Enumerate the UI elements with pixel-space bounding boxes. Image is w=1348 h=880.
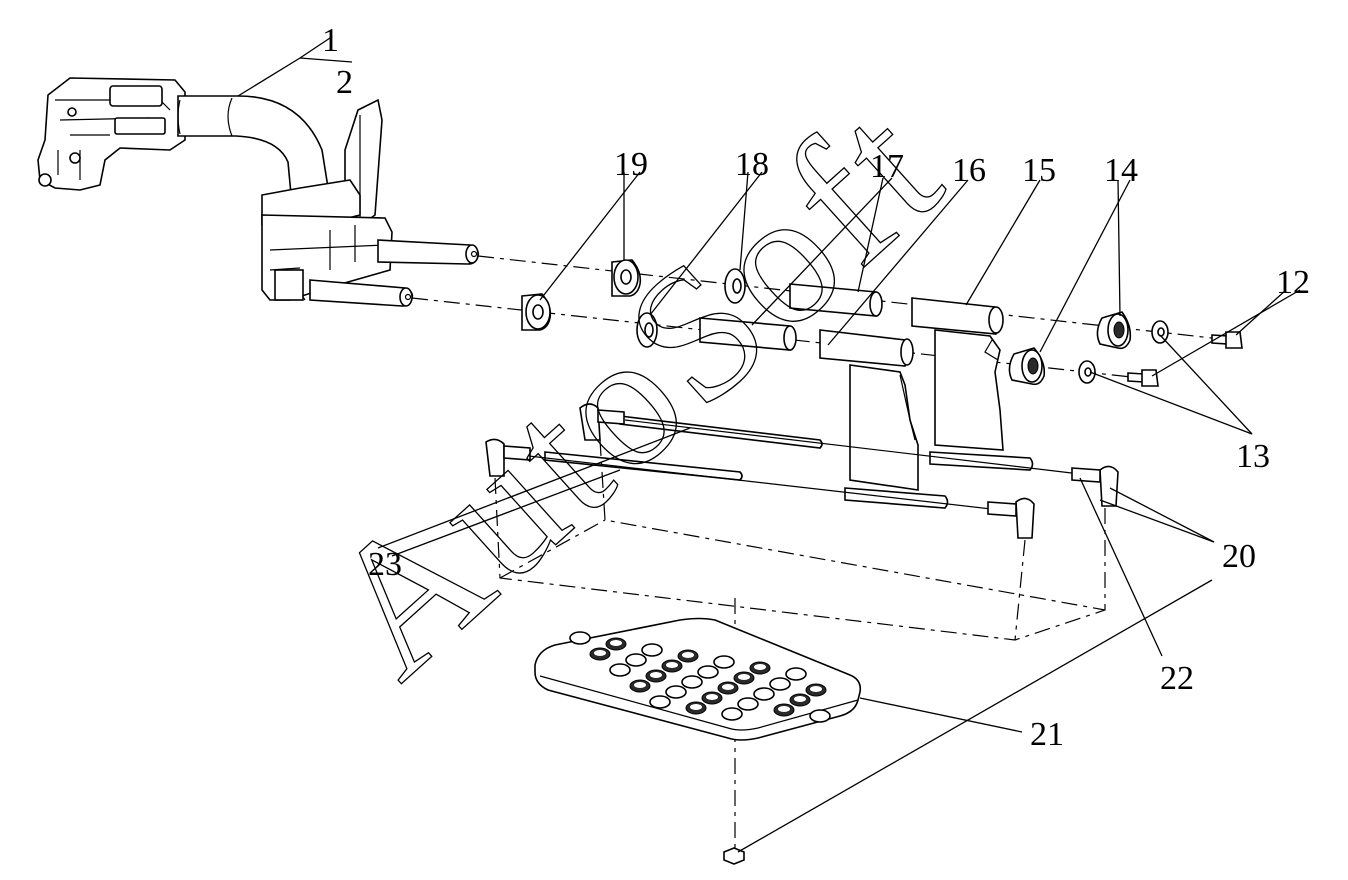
callout-14: 14 xyxy=(1104,152,1138,189)
tread-hole xyxy=(737,697,759,711)
tread-hole xyxy=(749,661,771,675)
bolt-12 xyxy=(1127,331,1243,387)
callout-17: 17 xyxy=(870,148,904,185)
washer-13 xyxy=(1078,320,1169,384)
step-clamp-20 xyxy=(485,403,1119,539)
tread-hole xyxy=(609,663,631,677)
step-bracket-assembly xyxy=(37,77,480,307)
tube-16 xyxy=(819,329,914,367)
tread-hole xyxy=(809,709,831,723)
tread-hole xyxy=(697,665,719,679)
tread-hole xyxy=(773,703,795,717)
tread-hole xyxy=(733,671,755,685)
callout-20: 20 xyxy=(1222,538,1256,575)
tube-15 xyxy=(911,297,1004,335)
tread-hole xyxy=(785,667,807,681)
tread-hole xyxy=(665,685,687,699)
tread-hole xyxy=(789,693,811,707)
tread-hole xyxy=(769,677,791,691)
tread-hole xyxy=(677,649,699,663)
tread-hole xyxy=(701,691,723,705)
callout-21: 21 xyxy=(1030,716,1064,753)
bushing-19 xyxy=(521,259,642,331)
callout-1: 1 xyxy=(322,22,339,59)
tube-17 xyxy=(699,283,883,351)
tread-hole xyxy=(681,675,703,689)
washer-18 xyxy=(636,268,746,348)
callout-13: 13 xyxy=(1236,438,1270,475)
tread-hole xyxy=(645,669,667,683)
nut-14 xyxy=(1008,311,1132,386)
tread-hole xyxy=(629,679,651,693)
tread-hole xyxy=(649,695,671,709)
tread-hole xyxy=(569,631,591,645)
tread-hole xyxy=(753,687,775,701)
callout-18: 18 xyxy=(735,146,769,183)
callout-15: 15 xyxy=(1022,152,1056,189)
tread-hole xyxy=(805,683,827,697)
tread-hole xyxy=(717,681,739,695)
tread-hole xyxy=(713,655,735,669)
callout-12: 12 xyxy=(1276,264,1310,301)
callout-23: 23 xyxy=(368,546,402,583)
callout-16: 16 xyxy=(952,152,986,189)
hanger-plate-right xyxy=(934,329,1004,451)
tread-hole xyxy=(589,647,611,661)
leader-lines xyxy=(237,37,1301,853)
tread-hole xyxy=(721,707,743,721)
rod-23 xyxy=(519,415,1081,511)
tread-plate-holes xyxy=(569,631,831,723)
tread-hole xyxy=(685,701,707,715)
callout-22: 22 xyxy=(1160,660,1194,697)
tread-hole xyxy=(605,637,627,651)
callout-2: 2 xyxy=(336,64,353,101)
callout-19: 19 xyxy=(614,146,648,183)
tread-hole xyxy=(625,653,647,667)
tread-hole xyxy=(641,643,663,657)
hanger-plate-left xyxy=(849,364,919,491)
tread-hole xyxy=(661,659,683,673)
